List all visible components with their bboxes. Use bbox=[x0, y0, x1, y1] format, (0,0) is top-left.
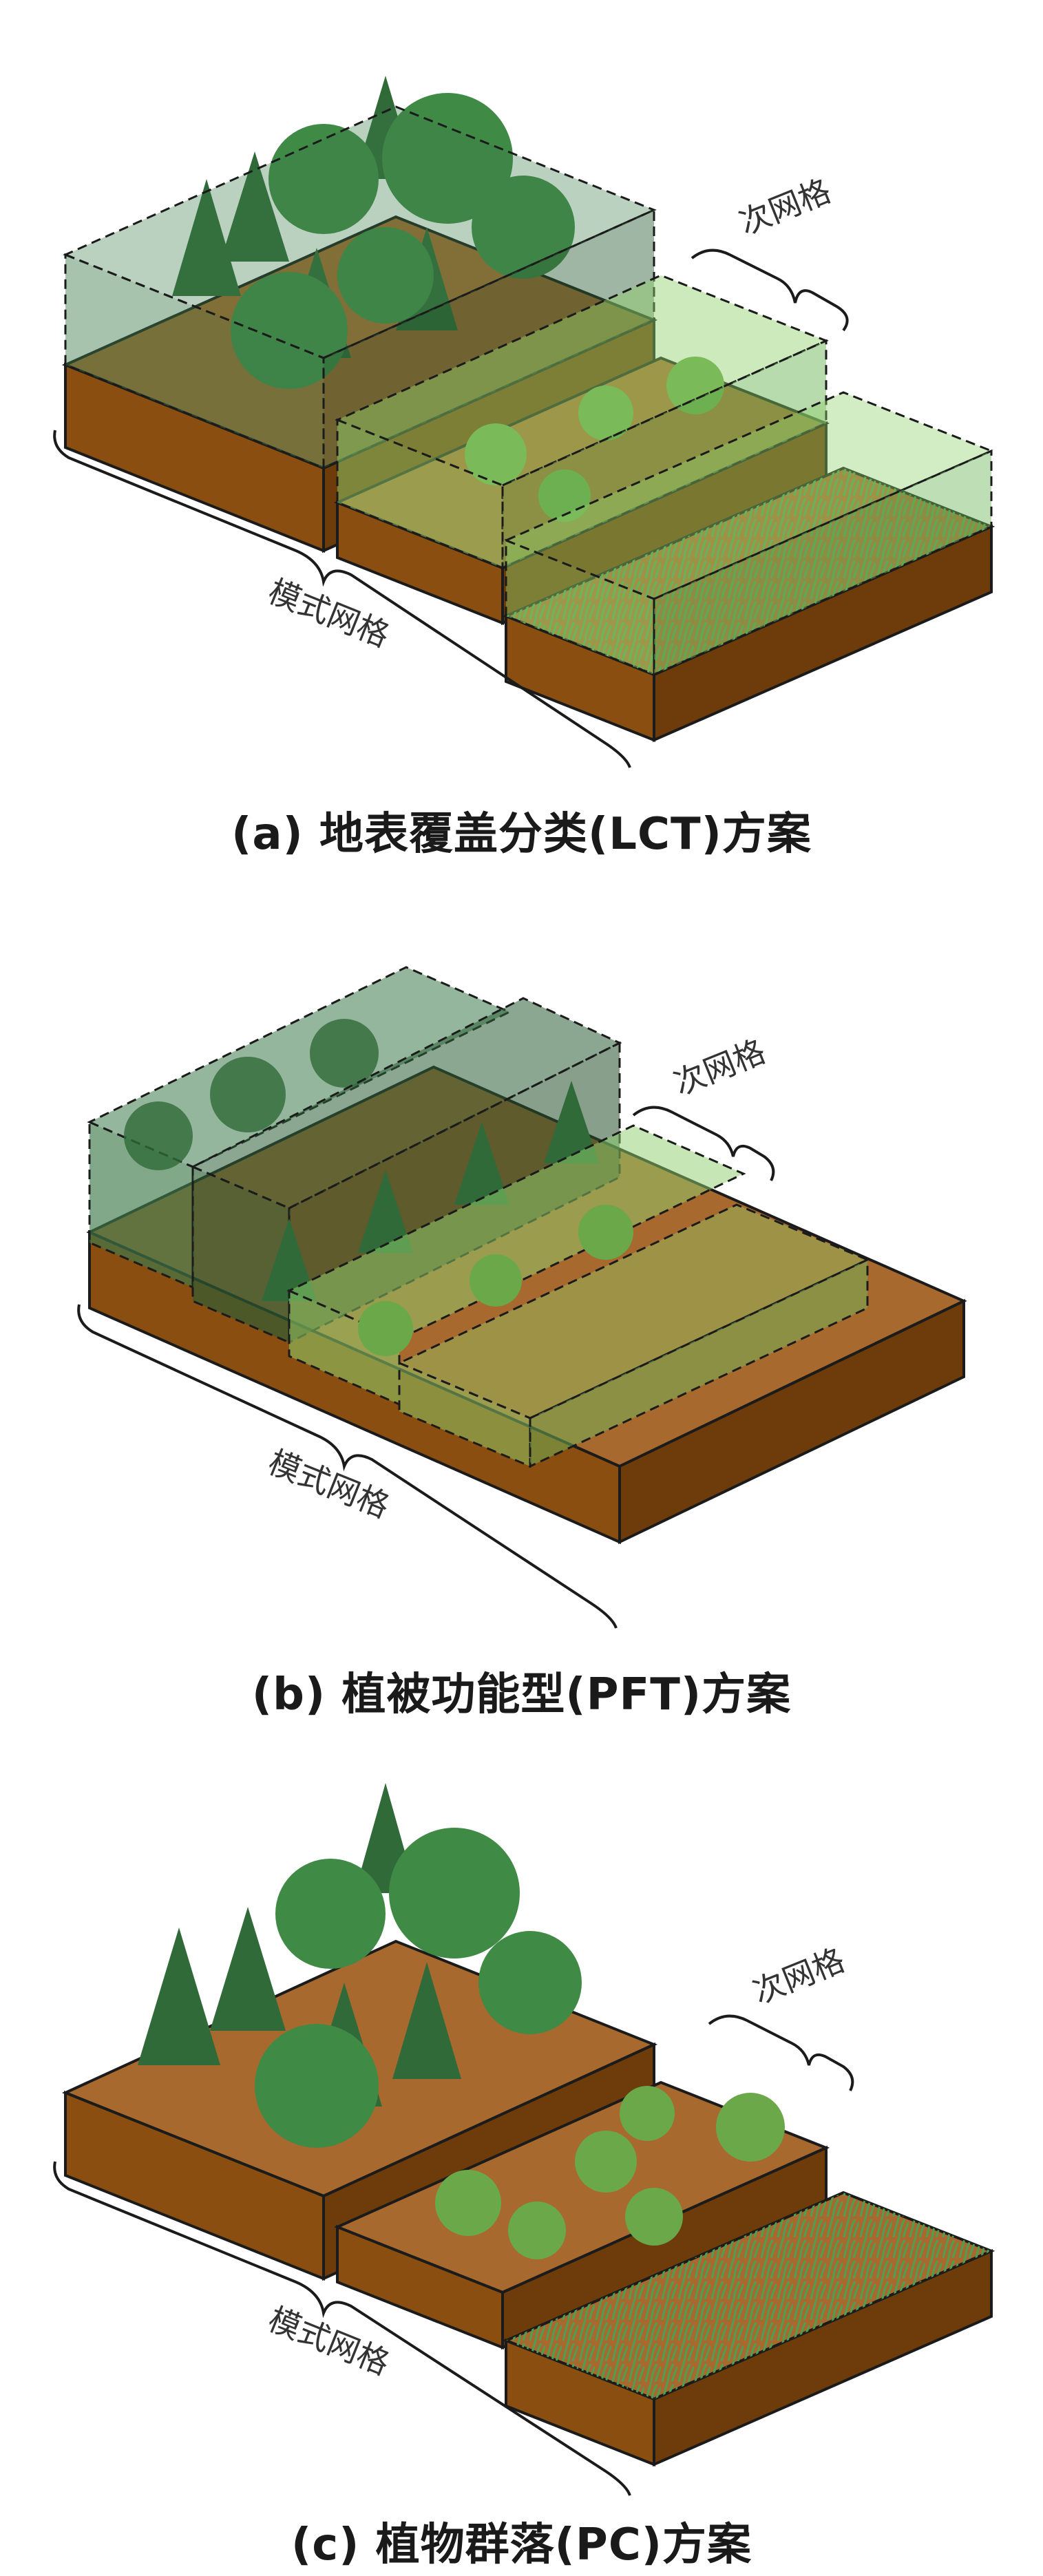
forest-subgrid-box bbox=[63, 105, 657, 470]
panel-lct: 次网格 模式网格 (a) 地表覆盖分类(LCT)方案 bbox=[0, 0, 1043, 861]
subgrid-label: 次网格 bbox=[668, 1033, 770, 1103]
lct-diagram: 次网格 模式网格 bbox=[53, 76, 995, 768]
caption-pft: (b) 植被功能型(PFT)方案 bbox=[251, 1669, 792, 1720]
subgrid-label: 次网格 bbox=[748, 1941, 850, 2012]
forest-trees bbox=[172, 76, 575, 389]
panel-pft: 次网格 模式网格 (b) 植被功能型(PFT)方案 bbox=[0, 861, 1043, 1721]
pc-diagram: 次网格 模式网格 bbox=[53, 1783, 995, 2496]
pft-diagram: 次网格 模式网格 bbox=[77, 966, 967, 1629]
model-grid-label: 模式网格 bbox=[263, 572, 394, 654]
subgrid-brace: 次网格 bbox=[708, 1941, 854, 2091]
pc-grass-tile bbox=[502, 2190, 995, 2467]
pft-grass-column bbox=[397, 1203, 870, 1468]
grass-tile bbox=[502, 391, 995, 743]
model-grid-label: 模式网格 bbox=[263, 1443, 394, 1525]
pc-shrub-tile bbox=[333, 2080, 830, 2350]
caption-pc: (c) 植物群落(PC)方案 bbox=[291, 2520, 752, 2570]
pft-broadleaf-column bbox=[87, 966, 512, 1289]
caption-lct: (a) 地表覆盖分类(LCT)方案 bbox=[231, 809, 812, 860]
model-grid-label: 模式网格 bbox=[263, 2300, 394, 2382]
pft-shrub-column bbox=[286, 1124, 746, 1406]
subgrid-label: 次网格 bbox=[734, 172, 836, 242]
panel-pc: 次网格 模式网格 (c) 植物群落(PC)方案 bbox=[0, 1721, 1043, 2576]
shrub-tile bbox=[333, 274, 830, 626]
